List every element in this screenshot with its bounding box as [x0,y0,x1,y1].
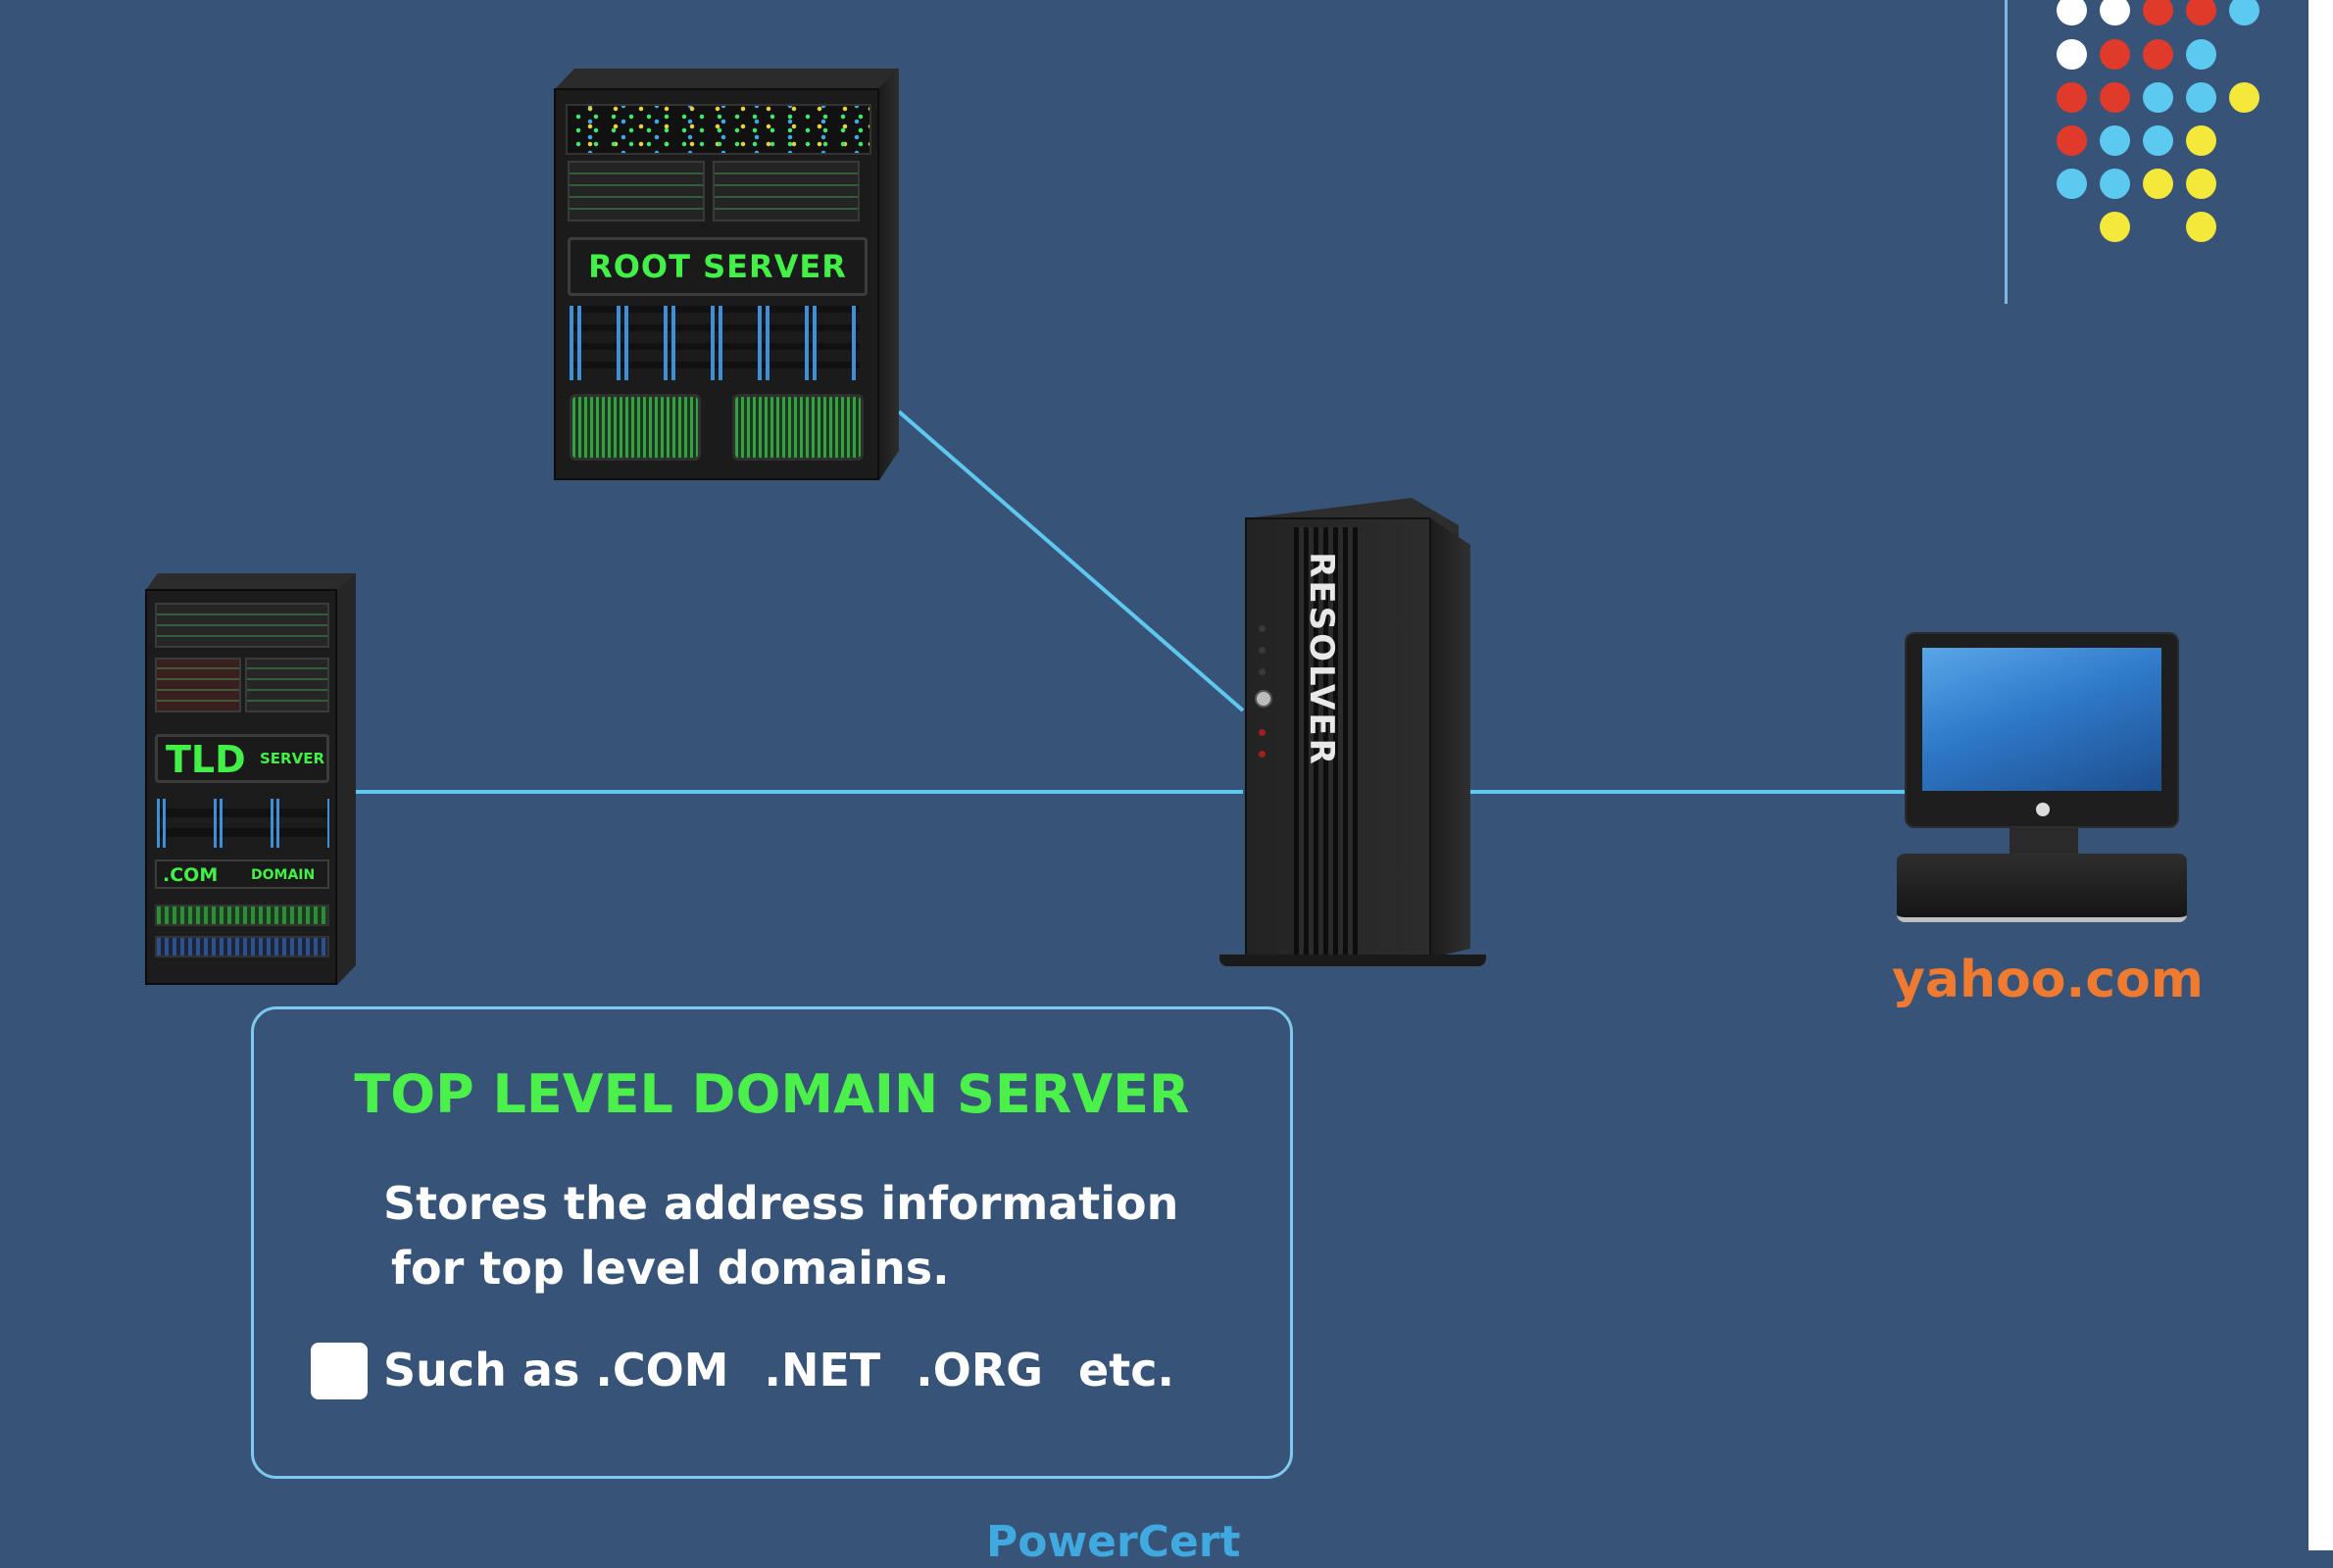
computer-base [1897,854,2187,922]
status-led [1259,647,1266,654]
status-led [1259,625,1266,632]
monitor [1905,632,2179,828]
display-panel [155,658,241,712]
examples-lead: Such as [383,1344,580,1396]
root-server-front: ROOT SERVER [554,88,879,480]
example-item: .ORG [916,1344,1044,1396]
info-title: TOP LEVEL DOMAIN SERVER [354,1063,1190,1125]
deco-dot [2100,212,2130,242]
display-panel [713,161,860,221]
deco-dot [2100,39,2130,70]
decorative-vertical-line [2005,0,2008,304]
root-server: ROOT SERVER [554,69,899,480]
info-description-line1: Stores the address information [383,1177,1179,1230]
status-led [1259,751,1266,758]
resolver-feet [1219,955,1486,966]
tld-server-side [337,573,356,985]
deco-dot [2186,39,2216,70]
deco-dot [2229,82,2259,113]
link-root-to-resolver [897,410,1245,712]
deco-dot [2143,39,2173,70]
tld-server: TLD SERVER .COM DOMAIN [145,573,356,985]
equalizer-bar [155,936,329,957]
power-button-icon [1255,690,1272,708]
root-server-top [554,69,899,90]
deco-dot [2229,0,2259,25]
deco-dot [2100,82,2130,113]
display-panel [245,658,329,712]
equalizer-bar [155,905,329,926]
deco-dot [2143,169,2173,199]
tld-server-front: TLD SERVER .COM DOMAIN [145,589,337,985]
deco-dot [2186,0,2216,25]
monitor-screen [1922,648,2161,791]
equalizer-panel [570,394,701,461]
vent-slots [1294,527,1359,958]
watermark-logo: PowerCert [986,1517,1241,1567]
deco-dot [2057,0,2087,25]
resolver-label: RESOLVER [1302,552,1341,767]
display-panel [155,603,329,648]
deco-dot [2186,125,2216,156]
deco-dot [2100,0,2130,25]
monitor-power-icon [2036,803,2050,816]
deco-dot [2143,0,2173,25]
deco-dot [2186,169,2216,199]
tld-label-text: TLD [166,738,246,781]
right-edge-strip [2308,0,2333,1550]
example-item: .COM [595,1344,729,1396]
deco-dot [2100,125,2130,156]
info-box: TOP LEVEL DOMAIN SERVER Stores the addre… [251,1006,1293,1479]
domain-tag-word: DOMAIN [251,867,316,883]
example-item: .NET [764,1344,881,1396]
drive-bays [157,799,329,848]
display-panel [568,161,705,221]
deco-dot [2186,82,2216,113]
domain-tag: .COM DOMAIN [155,859,329,889]
tld-sublabel-text: SERVER [260,750,325,767]
deco-dot [2186,212,2216,242]
bullet-square-icon [311,1343,368,1399]
resolver-server: RESOLVER [1216,498,1490,968]
deco-dot [2143,82,2173,113]
tld-server-top [145,573,356,591]
status-lights [566,104,871,155]
resolver-side [1429,517,1470,958]
examples-line: Such as .COM .NET .ORG etc. [383,1339,1210,1401]
drive-bays [570,306,860,380]
client-domain-label: yahoo.com [1892,951,2204,1009]
root-server-label: ROOT SERVER [568,237,868,296]
tld-server-label: TLD SERVER [155,734,329,783]
deco-dot [2143,125,2173,156]
deco-dot [2057,169,2087,199]
deco-dot [2057,82,2087,113]
info-description-line2: for top level domains. [391,1242,950,1295]
example-item: etc. [1078,1344,1174,1396]
deco-dot [2100,169,2130,199]
monitor-stand [2010,828,2078,858]
client-computer [1897,632,2191,936]
equalizer-panel [732,394,864,461]
status-led [1259,729,1266,736]
info-description: Stores the address information for top l… [383,1171,1187,1300]
deco-dot [2057,39,2087,70]
root-server-side [879,69,899,480]
deco-dot [2057,125,2087,156]
domain-tag-com: .COM [163,864,219,886]
status-led [1259,668,1266,675]
